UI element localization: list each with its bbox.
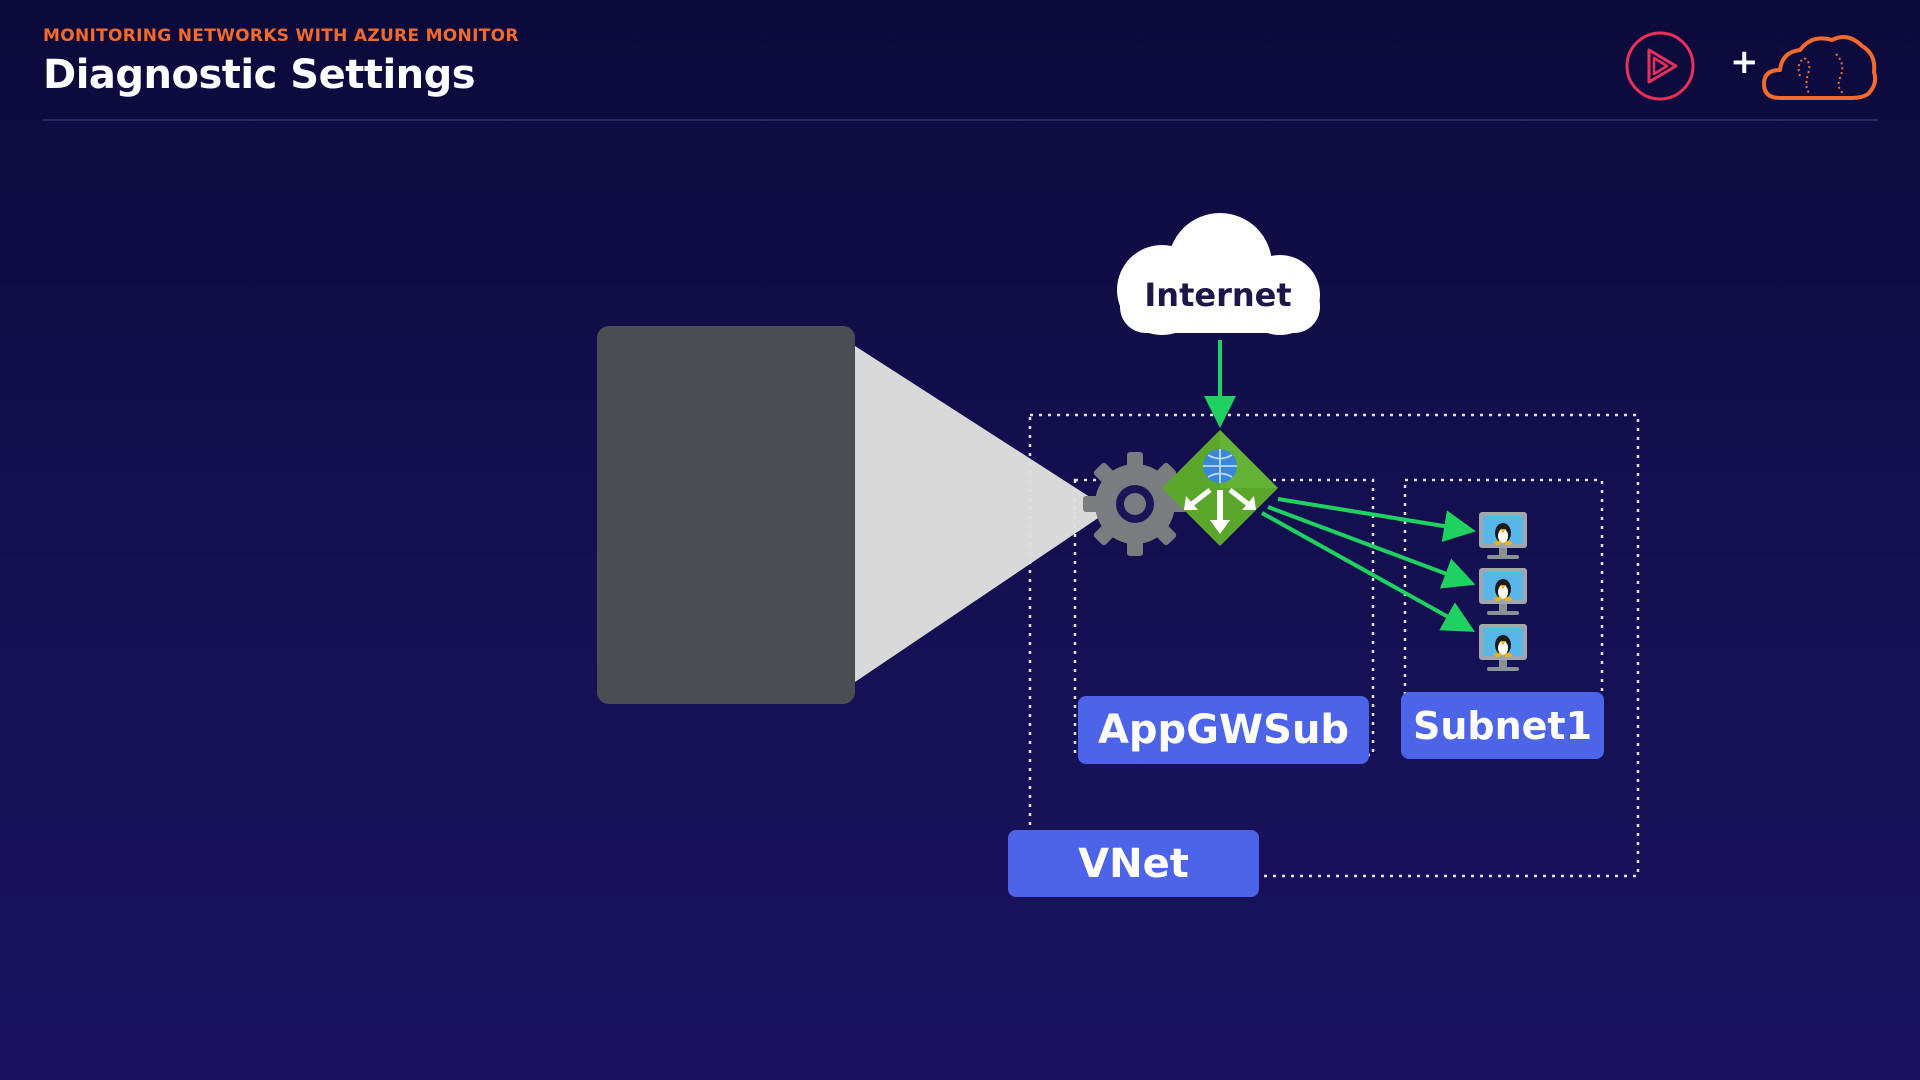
internet-label: Internet (1144, 276, 1292, 314)
cloud-logo-icon (1762, 35, 1878, 100)
vnet-label: VNet (1008, 830, 1259, 897)
subnet1-label: Subnet1 (1401, 692, 1604, 759)
header-divider (43, 119, 1878, 121)
internet-cloud-icon (1117, 213, 1320, 335)
application-gateway-icon (1162, 430, 1278, 546)
linux-vm-icon (1479, 512, 1527, 559)
appgwsub-label: AppGWSub (1078, 696, 1369, 764)
linux-vm-icon (1479, 568, 1527, 615)
linux-vm-icon (1479, 624, 1527, 671)
plus-sign: + (1730, 42, 1759, 82)
gateway-to-vm1-arrow (1277, 497, 1476, 542)
gear-icon (1083, 452, 1187, 556)
page-title: Diagnostic Settings (43, 52, 476, 98)
gateway-to-vm3-arrow (1261, 511, 1475, 632)
spotlight-beam (855, 346, 1110, 682)
vnet-boundary (1028, 413, 1640, 878)
course-subtitle: MONITORING NETWORKS WITH AZURE MONITOR (43, 26, 519, 46)
logos: + (1620, 28, 1880, 108)
subnet1-boundary (1403, 478, 1604, 757)
dark-panel (597, 326, 855, 704)
play-circle-logo-icon (1625, 31, 1695, 101)
slide-header: MONITORING NETWORKS WITH AZURE MONITOR D… (43, 26, 1878, 98)
gateway-to-vm2-arrow (1267, 505, 1476, 589)
